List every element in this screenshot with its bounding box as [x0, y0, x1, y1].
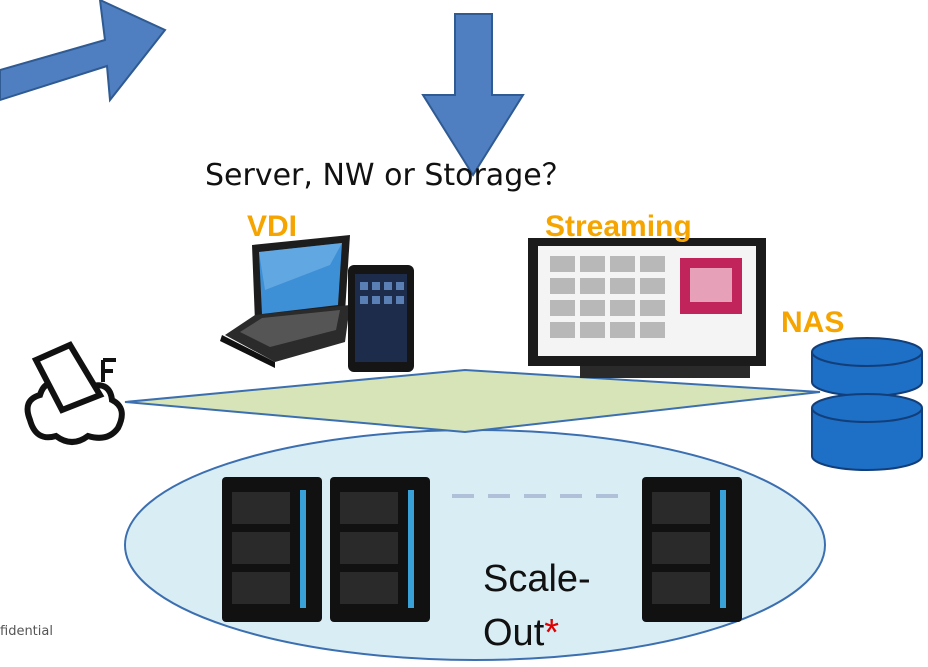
- scale-out-line1: Scale-: [483, 558, 591, 600]
- curved-arrow-icon: [0, 0, 167, 103]
- cloud-logo-icon: [24, 341, 125, 445]
- nas-database-icon: [811, 337, 923, 471]
- laptop-icon: [220, 235, 350, 368]
- question-heading: Server, NW or Storage？: [205, 158, 572, 193]
- nas-label: NAS: [781, 306, 845, 339]
- confidential-footer: fidential: [0, 624, 53, 639]
- server-tower-icon: [330, 477, 430, 622]
- server-tower-icon: [642, 477, 742, 622]
- down-arrow-icon: [421, 13, 525, 177]
- network-diamond: [124, 368, 821, 434]
- streaming-label: Streaming: [545, 210, 692, 243]
- tv-monitor-icon: [528, 238, 766, 378]
- vdi-label: VDI: [247, 210, 298, 243]
- scale-out-line2: Out: [483, 612, 545, 654]
- tablet-icon: [348, 265, 414, 372]
- scale-out-label: Scale- Out*: [483, 552, 591, 660]
- server-tower-icon: [222, 477, 322, 622]
- asterisk-mark: *: [544, 612, 560, 654]
